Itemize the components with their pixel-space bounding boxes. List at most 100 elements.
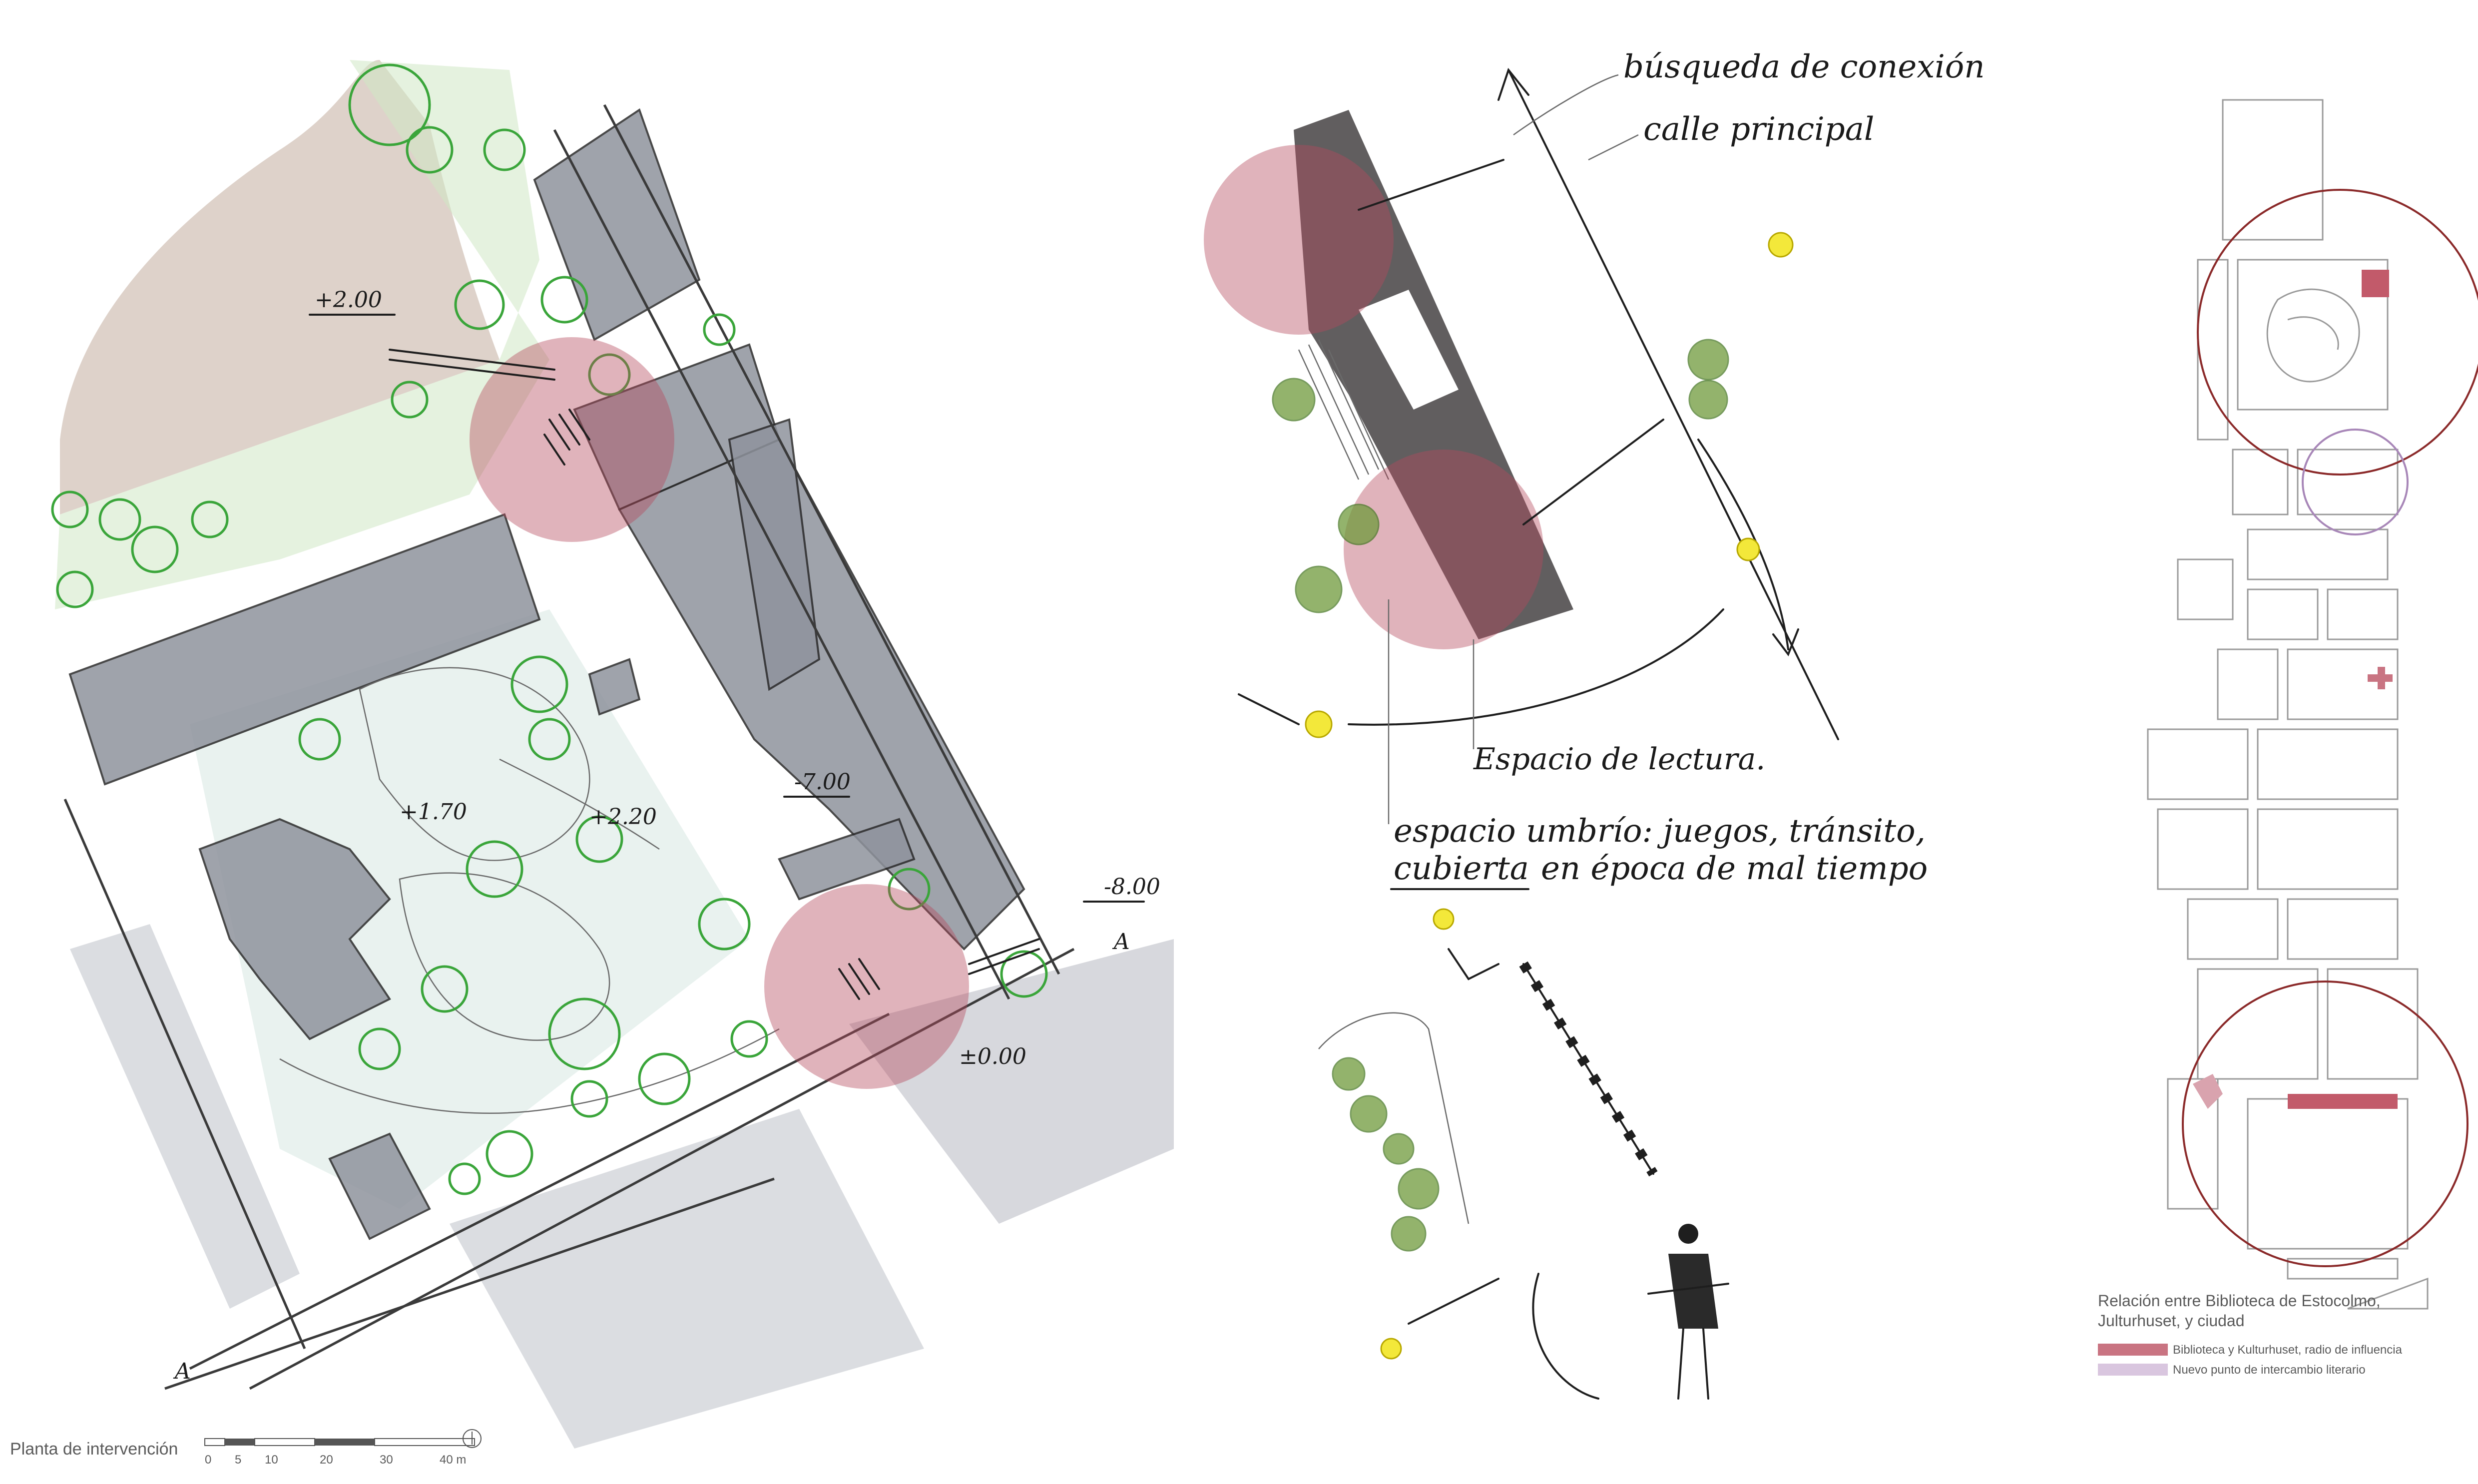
note-shade-underlined: cubierta	[1394, 850, 1529, 887]
tree	[588, 353, 631, 396]
street-line	[249, 948, 1075, 1390]
street-line	[603, 104, 1060, 975]
city-map: Relación entre Biblioteca de Estocolmo, …	[2098, 99, 2478, 1377]
site-plan: +2.00 +1.70 +2.20 -7.00 -8.00 ±0.00 A A …	[10, 60, 1174, 1467]
level-label: -8.00	[1104, 874, 1160, 900]
tree	[191, 500, 229, 538]
sun-icon	[1305, 710, 1333, 738]
tree	[1383, 1133, 1415, 1165]
sun-icon	[1768, 232, 1794, 258]
tree	[98, 498, 141, 541]
scale-tick: 10	[265, 1453, 278, 1467]
tree	[1295, 565, 1343, 613]
legend-label: Biblioteca y Kulturhuset, radio de influ…	[2173, 1343, 2403, 1357]
tree-row-outline	[1318, 1012, 1470, 1224]
tree	[1272, 378, 1316, 422]
level-leader	[309, 314, 1145, 903]
note-reading: Espacio de lectura.	[1473, 742, 1765, 777]
tree	[348, 63, 431, 146]
bridge	[389, 349, 555, 381]
exchange-ring	[2302, 429, 2409, 535]
tree	[528, 718, 571, 761]
library-marker	[2362, 270, 2389, 297]
connection-leader	[1513, 74, 1619, 136]
building	[778, 818, 916, 901]
influence-circle	[1344, 450, 1543, 649]
arrow	[1348, 608, 1724, 726]
influence-circle	[470, 337, 674, 542]
level-label: +2.00	[315, 287, 382, 313]
tree	[1688, 380, 1728, 420]
building	[728, 418, 821, 691]
arrow	[1358, 159, 1504, 211]
tree	[730, 1020, 768, 1058]
legend-swatch	[2098, 1344, 2168, 1356]
tree	[548, 997, 621, 1070]
tree	[486, 1130, 533, 1178]
level-label: +2.20	[589, 804, 657, 830]
street-axis-arrow	[1507, 69, 1839, 740]
arrow	[1448, 948, 1499, 981]
sun-icon	[1433, 908, 1455, 930]
park-wash	[55, 60, 549, 609]
stair-mark	[838, 958, 880, 1000]
note-street: calle principal	[1643, 111, 1874, 148]
terrain-wash	[60, 60, 499, 514]
shadow-hatch	[1298, 339, 1390, 480]
tree	[510, 655, 568, 713]
arrow	[1522, 419, 1664, 525]
influence-circle	[764, 884, 969, 1089]
arrowhead-icon	[1772, 628, 1799, 657]
tree	[888, 868, 931, 911]
caption-line1: Relación entre Biblioteca de Estocolmo,	[2098, 1292, 2381, 1310]
tree	[483, 128, 526, 171]
plan-title: Planta de intervención	[10, 1440, 178, 1459]
tree	[466, 840, 523, 898]
tree	[1332, 1057, 1366, 1091]
section-marker: A	[1112, 929, 1130, 955]
influence-ring	[2182, 981, 2469, 1267]
tree	[1391, 1216, 1427, 1252]
building	[198, 818, 391, 1040]
courtyard-path	[499, 758, 660, 850]
building	[68, 513, 541, 786]
sun-icon	[1736, 537, 1760, 561]
tree	[51, 491, 89, 528]
courtyard-void	[1359, 290, 1459, 410]
legend-label: Nuevo punto de intercambio literario	[2173, 1363, 2366, 1377]
street-line	[553, 129, 1010, 1000]
sun-icon	[1380, 1338, 1402, 1360]
building	[588, 658, 641, 716]
scale-tick: 0	[205, 1453, 211, 1467]
tree	[703, 313, 736, 346]
courtyard-path	[279, 1028, 780, 1114]
caption-line2: Julturhuset, y ciudad	[2098, 1312, 2245, 1330]
exchange-marker-icon	[2193, 1074, 2223, 1109]
arrow	[1697, 439, 1789, 650]
level-label: -7.00	[794, 769, 851, 795]
note-connection: búsqueda de conexión	[1623, 48, 1985, 85]
tree	[421, 965, 469, 1013]
tree	[298, 718, 341, 761]
kulturhuset-marker	[2288, 1094, 2398, 1109]
north-arrow-icon	[463, 1429, 482, 1448]
influence-ring	[2197, 189, 2478, 476]
scale-tick: 5	[235, 1453, 241, 1467]
park-paths	[2266, 288, 2360, 383]
street-wash	[849, 939, 1174, 1224]
tree	[56, 570, 94, 608]
street-line	[63, 799, 306, 1349]
street-line	[189, 1012, 890, 1370]
arrow	[1238, 693, 1300, 725]
shelf-arrow	[1522, 963, 1654, 1175]
scale-tick: 30	[380, 1453, 393, 1467]
tree	[358, 1027, 401, 1070]
tree	[454, 279, 505, 330]
street-wash	[450, 1109, 924, 1449]
reader-figure-icon	[1647, 1224, 1729, 1400]
courtyard-wash	[190, 609, 749, 1209]
exchange-marker-icon	[2368, 667, 2393, 689]
legend: Biblioteca y Kulturhuset, radio de influ…	[2098, 1343, 2403, 1377]
tree	[406, 126, 454, 174]
tree	[698, 898, 751, 951]
